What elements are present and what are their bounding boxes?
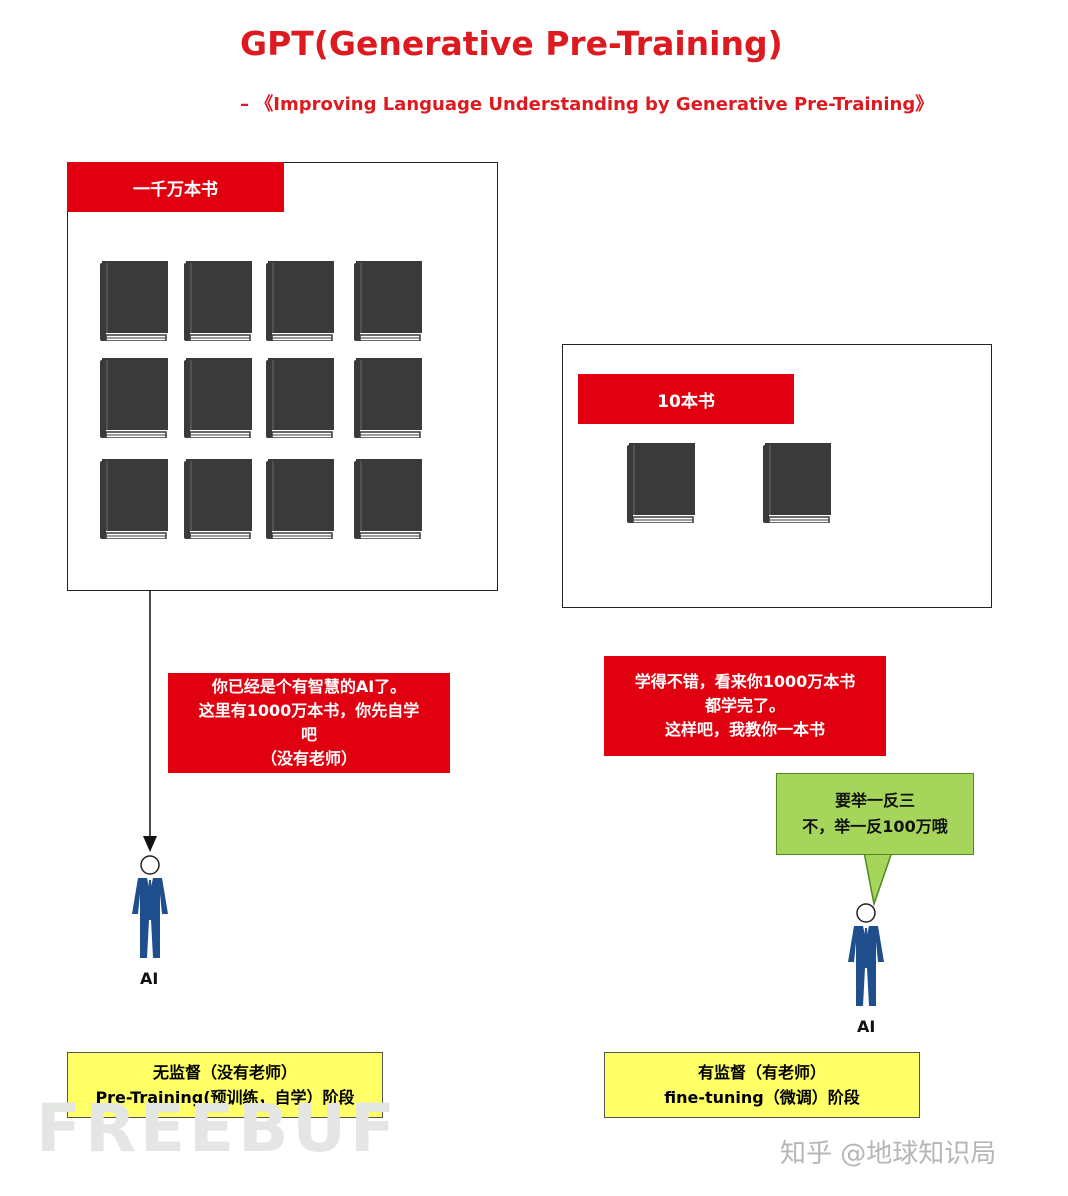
arrow-to-ai	[143, 590, 157, 852]
book-icon	[100, 459, 168, 540]
freebuf-watermark: FREEBUF	[36, 1090, 400, 1167]
stage-line: fine-tuning（微调）阶段	[664, 1088, 860, 1107]
pretraining-stage-box: 无监督（没有老师） Pre-Training(预训练，自学）阶段	[67, 1052, 383, 1118]
bubble-line: （没有老师）	[260, 749, 357, 768]
book-icon	[184, 459, 252, 540]
book-icon	[763, 443, 831, 524]
stage-line: 无监督（没有老师）	[152, 1063, 297, 1082]
green-bubble-tail	[863, 852, 893, 907]
finetuning-stage-box: 有监督（有老师） fine-tuning（微调）阶段	[604, 1052, 920, 1118]
bubble-line: 这里有1000万本书，你先自学	[198, 701, 420, 720]
pretraining-books-label: 一千万本书	[67, 162, 284, 212]
book-icon	[354, 358, 422, 439]
bubble-line: 要举一反三	[834, 791, 915, 810]
diagram-subtitle: – 《Improving Language Understanding by G…	[240, 94, 934, 115]
book-icon	[266, 358, 334, 439]
book-icon	[184, 261, 252, 342]
bubble-line: 吧	[300, 725, 317, 744]
bubble-line: 学得不错，看来你1000万本书	[634, 672, 856, 691]
finetuning-books-label: 10本书	[578, 374, 794, 424]
book-icon	[627, 443, 695, 524]
zhihu-watermark: 知乎 @地球知识局	[780, 1139, 997, 1169]
bubble-line: 都学完了。	[704, 696, 785, 715]
bubble-line: 这样吧，我教你一本书	[664, 720, 825, 739]
book-icon	[266, 459, 334, 540]
bubble-line: 不，举一反100万哦	[802, 817, 948, 836]
book-icon	[354, 459, 422, 540]
ai-label-right: AI	[857, 1017, 876, 1036]
diagram-title: GPT(Generative Pre-Training)	[240, 24, 783, 63]
ai-thought-bubble: 要举一反三 不，举一反100万哦	[776, 773, 974, 855]
book-icon	[354, 261, 422, 342]
ai-person-icon-left	[132, 855, 168, 958]
book-icon	[100, 358, 168, 439]
ai-label-left: AI	[140, 969, 159, 988]
book-icon	[100, 261, 168, 342]
bubble-line: 你已经是个有智慧的AI了。	[211, 677, 407, 696]
finetuning-speech-bubble: 学得不错，看来你1000万本书 都学完了。 这样吧，我教你一本书	[604, 656, 886, 756]
book-icon	[184, 358, 252, 439]
stage-line: Pre-Training(预训练，自学）阶段	[95, 1088, 355, 1107]
stage-line: 有监督（有老师）	[697, 1063, 826, 1082]
book-icon	[266, 261, 334, 342]
pretraining-speech-bubble: 你已经是个有智慧的AI了。 这里有1000万本书，你先自学 吧 （没有老师）	[168, 673, 450, 773]
ai-person-icon-right	[848, 903, 884, 1006]
